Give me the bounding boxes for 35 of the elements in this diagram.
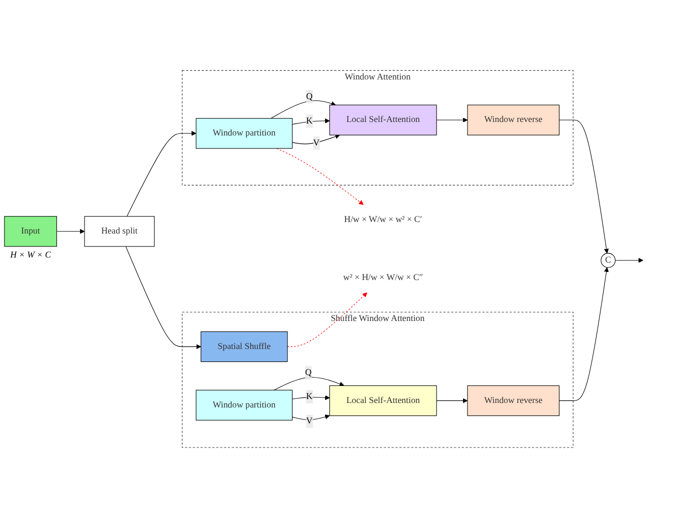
arrow — [126, 246, 202, 350]
arrow — [292, 395, 330, 400]
node-box: Local Self-Attention — [329, 104, 437, 136]
node-box: Spatial Shuffle — [200, 331, 288, 362]
node-box: Window reverse — [467, 385, 560, 416]
arrow — [292, 134, 340, 144]
edge-label: Q — [306, 92, 313, 102]
dimension-label: H × W × C — [10, 250, 51, 260]
node-box: Input — [4, 216, 57, 247]
node-text: H/w × W/w × w² × C′ — [344, 214, 422, 224]
node-box: Window reverse — [467, 104, 560, 136]
edge-label: Q — [305, 368, 312, 378]
node-box: Local Self-Attention — [329, 385, 437, 416]
arrow — [292, 118, 330, 125]
edge-label: V — [313, 138, 320, 148]
node-text: w² × H/w × W/w × C″ — [343, 272, 423, 282]
arrow — [436, 118, 468, 122]
edge-label: V — [306, 416, 313, 426]
arrow — [558, 267, 609, 402]
node-box: Head split — [84, 216, 155, 247]
arrow — [274, 377, 344, 390]
arrow — [126, 130, 196, 217]
arrow — [270, 100, 336, 119]
node-circle: C — [600, 252, 616, 268]
arrow — [56, 228, 85, 234]
edge-label: K — [306, 392, 313, 402]
arrow — [615, 258, 644, 263]
edge-label: K — [306, 116, 313, 126]
arrow — [287, 292, 368, 347]
arrow — [292, 414, 330, 420]
node-box: Window partition — [196, 390, 293, 420]
arrow — [276, 148, 364, 205]
node-box: Window partition — [196, 118, 293, 149]
arrow — [436, 398, 468, 404]
arrow — [558, 120, 609, 254]
